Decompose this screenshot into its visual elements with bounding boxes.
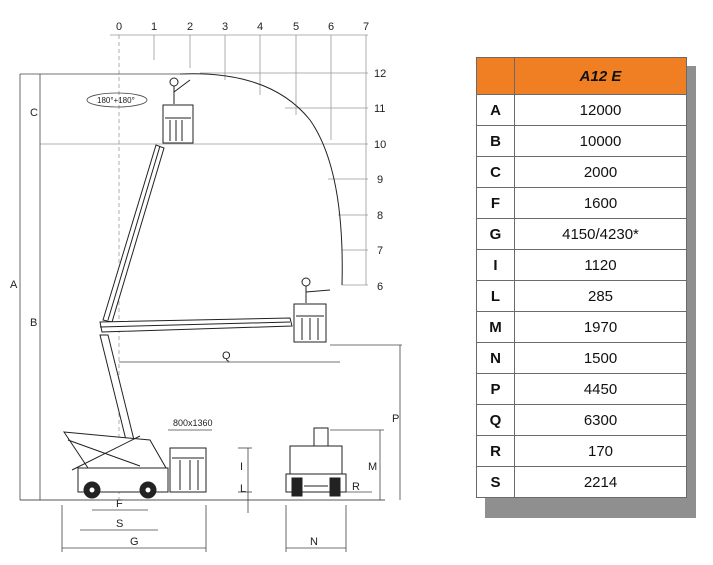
rotation-indicator — [86, 92, 148, 108]
dimension-value: 1500 — [514, 342, 687, 374]
dimension-key: R — [476, 435, 515, 467]
dimension-label-p: P — [392, 413, 399, 425]
dimension-value: 2000 — [514, 156, 687, 188]
dimension-key: M — [476, 311, 515, 343]
spec-table-corner — [476, 57, 515, 95]
rotation-label: 180°+180° — [97, 96, 135, 105]
stowed-machine-rear — [285, 427, 347, 497]
height-scale-label: 8 — [377, 210, 383, 222]
spec-table-model-header: A12 E — [514, 57, 687, 95]
dimension-label-q: Q — [222, 350, 231, 362]
dimension-key: B — [476, 125, 515, 157]
dimension-value: 2214 — [514, 466, 687, 498]
height-scale-label: 9 — [377, 174, 383, 186]
rear-dimensions — [285, 429, 384, 552]
height-scale-label: 7 — [377, 245, 383, 257]
dimension-key: Q — [476, 404, 515, 436]
dimension-value: 1120 — [514, 249, 687, 281]
dimension-label-r: R — [352, 481, 360, 493]
spec-table-header-row: A12 E — [476, 57, 687, 95]
top-scale-label: 1 — [151, 21, 157, 33]
dimension-key: L — [476, 280, 515, 312]
dimension-key: S — [476, 466, 515, 498]
dimension-label-g: G — [130, 536, 139, 548]
dimension-value: 4150/4230* — [514, 218, 687, 250]
height-scale-label: 12 — [374, 68, 386, 80]
basket-size-label: 800x1360 — [173, 418, 213, 428]
working-envelope-curve — [179, 73, 343, 286]
stowed-machine-side — [63, 431, 207, 499]
top-scale — [110, 34, 368, 500]
top-scale-label: 4 — [257, 21, 263, 33]
dimension-label-f: F — [116, 498, 123, 510]
i-l-dimensions — [238, 447, 252, 513]
dimension-label-c: C — [30, 107, 38, 119]
top-scale-label: 0 — [116, 21, 122, 33]
dimension-label-a: A — [10, 279, 18, 291]
dimension-value: 1600 — [514, 187, 687, 219]
height-scale-label: 10 — [374, 139, 386, 151]
dimension-key: G — [476, 218, 515, 250]
dimension-value: 285 — [514, 280, 687, 312]
height-scale — [40, 72, 368, 286]
dimension-value: 10000 — [514, 125, 687, 157]
top-scale-label: 5 — [293, 21, 299, 33]
outreach-boom — [99, 277, 331, 343]
dimension-key: F — [476, 187, 515, 219]
vertical-dimensions — [19, 73, 185, 500]
dimension-value: 6300 — [514, 404, 687, 436]
dimension-value: 1970 — [514, 311, 687, 343]
p-dimension — [330, 344, 402, 500]
dimension-key: P — [476, 373, 515, 405]
dimension-value: 170 — [514, 435, 687, 467]
dimension-key: I — [476, 249, 515, 281]
dimension-key: A — [476, 94, 515, 126]
dimension-value: 4450 — [514, 373, 687, 405]
dimension-label-n: N — [310, 536, 318, 548]
dimension-label-b: B — [30, 317, 37, 329]
top-scale-labels: 0 1 2 3 4 5 6 7 — [116, 21, 369, 33]
dimension-key: C — [476, 156, 515, 188]
top-scale-label: 7 — [363, 21, 369, 33]
dimension-label-s: S — [116, 518, 123, 530]
dimension-key: N — [476, 342, 515, 374]
top-scale-label: 3 — [222, 21, 228, 33]
bottom-dimensions — [61, 505, 207, 552]
lower-boom — [99, 334, 135, 441]
height-scale-labels: 12 11 10 9 8 7 6 — [374, 68, 386, 293]
top-scale-label: 6 — [328, 21, 334, 33]
dimension-value: 12000 — [514, 94, 687, 126]
raised-boom — [102, 77, 194, 323]
dimension-label-m: M — [368, 461, 377, 473]
height-scale-label: 11 — [374, 103, 385, 115]
height-scale-label: 6 — [377, 281, 383, 293]
dimension-label-i: I — [240, 461, 243, 473]
top-scale-label: 2 — [187, 21, 193, 33]
dimension-label-l: L — [240, 483, 246, 495]
